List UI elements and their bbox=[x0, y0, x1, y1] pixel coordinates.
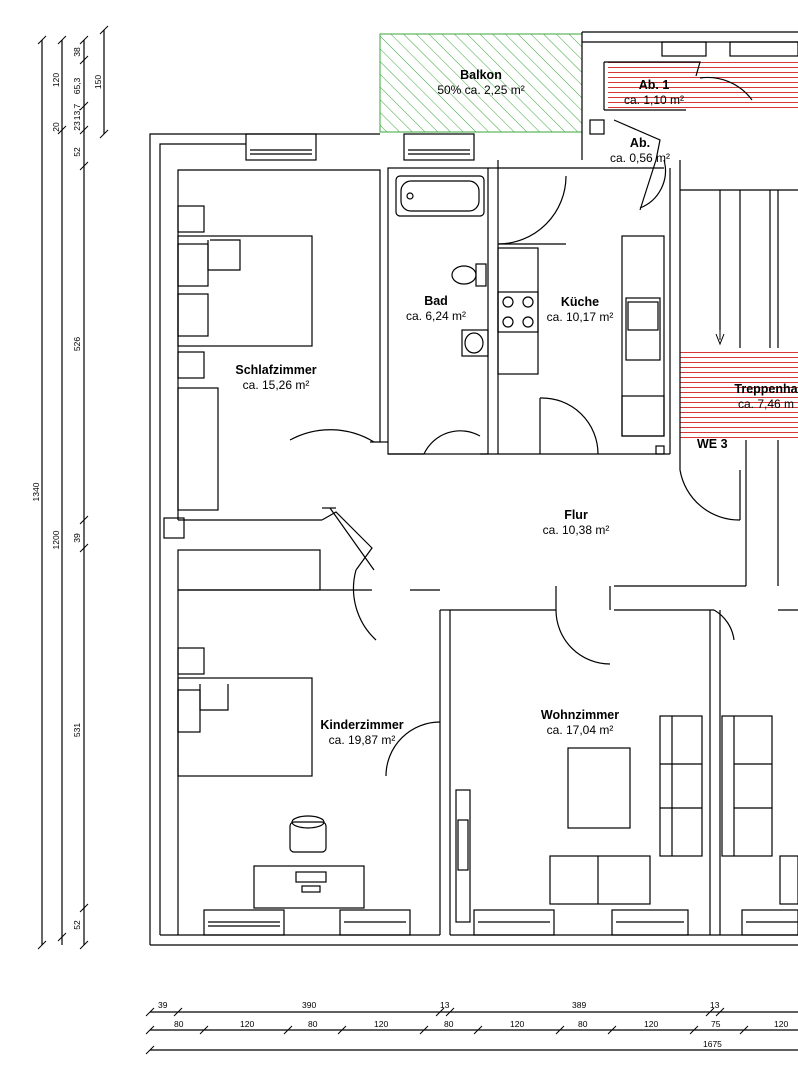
dim-label: 80 bbox=[308, 1019, 318, 1029]
storage-ab1-hatch bbox=[608, 62, 798, 110]
room-area: ca. 17,04 m² bbox=[546, 723, 614, 737]
room-name: Flur bbox=[564, 508, 588, 522]
bath-room bbox=[387, 167, 489, 455]
room-name: Schlafzimmer bbox=[235, 363, 317, 377]
dim-label: 13 bbox=[710, 1000, 720, 1010]
dim-label: 39 bbox=[72, 533, 82, 543]
dim-label: 80 bbox=[174, 1019, 184, 1029]
pot bbox=[289, 821, 327, 853]
room-label-flur: Flur ca. 10,38 m² bbox=[543, 508, 610, 538]
dim-label: 38 bbox=[72, 47, 82, 57]
dim-label: 526 bbox=[72, 336, 82, 352]
exterior-wall bbox=[149, 133, 380, 945]
dim-label: 120 bbox=[240, 1019, 255, 1029]
bathtub bbox=[395, 175, 485, 217]
bed-bedroom bbox=[177, 235, 313, 347]
dim-label: 65,3 bbox=[72, 77, 82, 95]
room-area: ca. 10,17 m² bbox=[546, 310, 614, 324]
dim-label: 1340 bbox=[31, 482, 41, 502]
room-area: ca. 10,38 m² bbox=[542, 523, 610, 537]
dim-label: 120 bbox=[510, 1019, 525, 1029]
room-area: ca. 15,26 m² bbox=[242, 378, 310, 392]
window-bottom-1 bbox=[203, 909, 285, 936]
dim-label: 13,7 bbox=[72, 103, 82, 121]
room-label-ab1: Ab. 1 ca. 1,10 m² bbox=[624, 78, 684, 108]
dim-label: 75 bbox=[711, 1019, 721, 1029]
room-name: Treppenha bbox=[734, 382, 798, 396]
room-name: Balkon bbox=[460, 68, 502, 82]
room-name: Wohnzimmer bbox=[540, 708, 620, 722]
window-bath bbox=[403, 133, 475, 161]
room-label-wohnzimmer: Wohnzimmer ca. 17,04 m² bbox=[541, 708, 619, 738]
room-area: ca. 19,87 m² bbox=[328, 733, 396, 747]
room-name: Ab. 1 bbox=[638, 78, 670, 92]
room-label-schlafzimmer: Schlafzimmer ca. 15,26 m² bbox=[235, 363, 316, 393]
dim-label: 1675 bbox=[703, 1039, 722, 1049]
wardrobe-kinder bbox=[177, 549, 321, 591]
dim-label: 80 bbox=[444, 1019, 454, 1029]
room-area: ca. 1,10 m² bbox=[623, 93, 685, 107]
dim-label: 13 bbox=[440, 1000, 450, 1010]
desk bbox=[253, 865, 365, 909]
table-living bbox=[567, 747, 631, 829]
sofa-bottom bbox=[549, 855, 651, 905]
room-label-kueche: Küche ca. 10,17 m² bbox=[547, 295, 614, 325]
dim-label: 120 bbox=[774, 1019, 789, 1029]
bed-kinder bbox=[177, 677, 313, 777]
room-area: ca. 7,46 m bbox=[737, 397, 795, 411]
room-label-bad: Bad ca. 6,24 m² bbox=[406, 294, 466, 324]
stove bbox=[497, 291, 539, 333]
dim-label: 1200 bbox=[51, 530, 61, 550]
dim-label: 389 bbox=[572, 1000, 587, 1010]
dim-label: 531 bbox=[72, 722, 82, 738]
room-name: Küche bbox=[560, 295, 600, 309]
room-name: Ab. bbox=[629, 136, 651, 150]
room-label-ab2: Ab. ca. 0,56 m² bbox=[610, 136, 670, 166]
dim-label: 39 bbox=[158, 1000, 168, 1010]
stairwell-hatch bbox=[680, 348, 798, 440]
unit-label: WE 3 bbox=[697, 437, 728, 451]
room-name: Kinderzimmer bbox=[320, 718, 404, 732]
room-area: 50% ca. 2,25 m² bbox=[437, 83, 525, 97]
dim-label: 120 bbox=[51, 72, 61, 88]
dim-label: 80 bbox=[578, 1019, 588, 1029]
dim-label: 390 bbox=[302, 1000, 317, 1010]
balcony-area bbox=[379, 33, 583, 133]
dim-label: 150 bbox=[93, 74, 103, 90]
window-bedroom bbox=[245, 133, 317, 161]
room-name: Bad bbox=[424, 294, 448, 308]
dim-label: 52 bbox=[72, 147, 82, 157]
room-area: ca. 6,24 m² bbox=[405, 309, 467, 323]
bedroom-wall bbox=[177, 169, 381, 520]
room-label-treppenhaus: Treppenha ca. 7,46 m bbox=[734, 382, 797, 412]
dim-label: 120 bbox=[644, 1019, 659, 1029]
kitchen-counter bbox=[621, 235, 665, 437]
sofa-living bbox=[659, 715, 703, 857]
dim-label: 52 bbox=[72, 920, 82, 930]
dim-label: 23 bbox=[72, 121, 82, 131]
room-label-balkon: Balkon 50% ca. 2,25 m² bbox=[437, 68, 524, 98]
room-label-kinderzimmer: Kinderzimmer ca. 19,87 m² bbox=[320, 718, 403, 748]
dim-label: 120 bbox=[374, 1019, 389, 1029]
wardrobe-bedroom bbox=[177, 387, 219, 511]
dim-label: 20 bbox=[51, 122, 61, 132]
room-area: ca. 0,56 m² bbox=[609, 151, 671, 165]
